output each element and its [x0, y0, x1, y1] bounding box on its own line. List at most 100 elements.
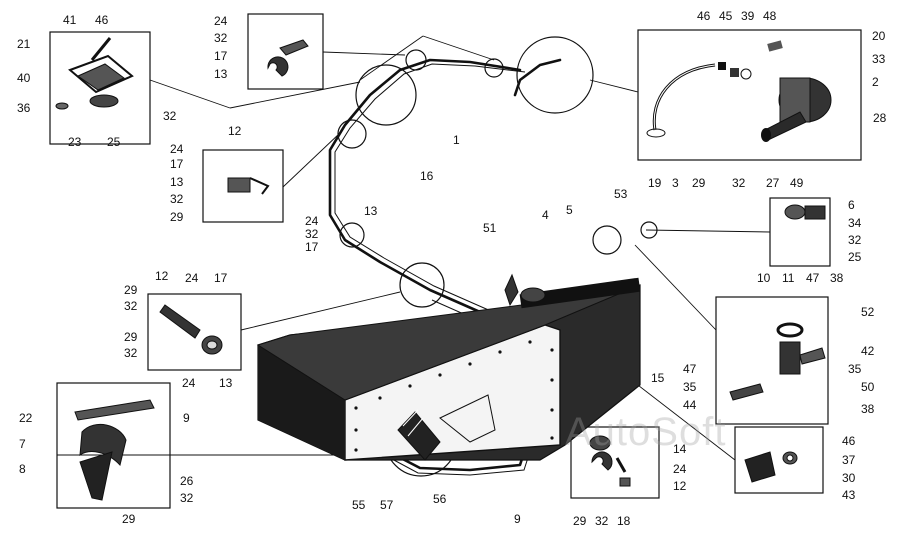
callout-label: 24	[305, 214, 319, 228]
callout-label: 24	[673, 462, 687, 476]
callout-label: 46	[842, 434, 856, 448]
callout-label: 46	[697, 9, 711, 23]
detail-box-clamp-mid	[147, 293, 242, 371]
detail-box-tee-fitting	[715, 296, 829, 425]
detail-box-tank-mount	[56, 382, 171, 509]
callout-label: 13	[364, 204, 378, 218]
callout-label: 25	[107, 135, 121, 149]
callout-label: 55	[352, 498, 366, 512]
callout-label: 18	[617, 514, 631, 528]
callout-label: 35	[683, 380, 697, 394]
callout-label: 32	[180, 491, 194, 505]
callout-label: 16	[420, 169, 434, 183]
callout-label: 53	[614, 187, 628, 201]
callout-label: 32	[305, 227, 319, 241]
callout-label: 2	[872, 75, 879, 89]
callout-label: 28	[873, 111, 887, 125]
callout-label: 20	[872, 29, 886, 43]
callout-label: 17	[170, 157, 184, 171]
callout-label: 1	[453, 133, 460, 147]
callout-label: 47	[806, 271, 820, 285]
callout-label: 6	[848, 198, 855, 212]
callout-label: 12	[228, 124, 242, 138]
callout-label: 9	[514, 512, 521, 526]
callout-label: 27	[766, 176, 780, 190]
callout-label: 10	[757, 271, 771, 285]
callout-label: 24	[182, 376, 196, 390]
callout-label: 22	[19, 411, 33, 425]
callout-label: 48	[763, 9, 777, 23]
detail-box-filler-cap	[49, 31, 151, 145]
callout-label: 43	[842, 488, 856, 502]
callout-label: 37	[842, 453, 856, 467]
callout-label: 15	[651, 371, 665, 385]
callout-label: 23	[68, 135, 82, 149]
callout-label: 33	[872, 52, 886, 66]
callout-label: 34	[848, 216, 862, 230]
callout-label: 7	[19, 437, 26, 451]
callout-label: 32	[124, 299, 138, 313]
detail-box-clamp-top	[247, 13, 324, 90]
callout-label: 32	[163, 109, 177, 123]
callout-label: 32	[170, 192, 184, 206]
fuel-pump-drawing	[646, 40, 832, 142]
callout-label: 24	[214, 14, 228, 28]
callout-label: 29	[692, 176, 706, 190]
fuel-tank	[256, 277, 641, 461]
callout-label: 26	[180, 474, 194, 488]
callout-label: 29	[124, 283, 138, 297]
callout-label: 47	[683, 362, 697, 376]
watermark: AutoSoft	[565, 410, 727, 454]
callout-label: 17	[305, 240, 319, 254]
callout-label: 39	[741, 9, 755, 23]
callout-label: 29	[122, 512, 136, 526]
callout-label: 52	[861, 305, 875, 319]
callout-label: 13	[219, 376, 233, 390]
callout-label: 14	[673, 442, 687, 456]
callout-label: 29	[124, 330, 138, 344]
detail-box-clamp-bottom	[570, 426, 660, 499]
detail-box-clamp-left	[202, 149, 284, 223]
callout-label: 24	[170, 142, 184, 156]
callout-label: 30	[842, 471, 856, 485]
callout-label: 29	[573, 514, 587, 528]
callout-label: 38	[861, 402, 875, 416]
callout-label: 44	[683, 398, 697, 412]
callout-label: 19	[648, 176, 662, 190]
callout-label: 21	[17, 37, 31, 51]
callout-label: 57	[380, 498, 394, 512]
callout-label: 24	[185, 271, 199, 285]
callout-label: 51	[483, 221, 497, 235]
callout-label: 46	[95, 13, 109, 27]
callout-label: 13	[214, 67, 228, 81]
callout-label: 36	[17, 101, 31, 115]
callout-label: 32	[848, 233, 862, 247]
callout-label: 17	[214, 49, 228, 63]
callout-label: 13	[170, 175, 184, 189]
magnifier-circle-pump	[516, 36, 594, 114]
callout-label: 40	[17, 71, 31, 85]
callout-label: 32	[124, 346, 138, 360]
callout-label: 49	[790, 176, 804, 190]
callout-label: 56	[433, 492, 447, 506]
callout-label: 11	[782, 271, 795, 285]
callout-label: 38	[830, 271, 844, 285]
callout-label: 5	[566, 203, 573, 217]
callout-label: 29	[170, 210, 184, 224]
callout-label: 8	[19, 462, 26, 476]
callout-label: 4	[542, 208, 549, 222]
callout-label: 45	[719, 9, 733, 23]
detail-box-pump	[637, 29, 862, 161]
magnifier-circle	[355, 64, 417, 126]
callout-label: 50	[861, 380, 875, 394]
callout-label: 12	[155, 269, 169, 283]
callout-label: 9	[183, 411, 190, 425]
callout-label: 32	[595, 514, 609, 528]
callout-label: 32	[214, 31, 228, 45]
callout-label: 41	[63, 13, 77, 27]
callout-label: 42	[861, 344, 875, 358]
callout-label: 17	[214, 271, 228, 285]
callout-label: 12	[673, 479, 687, 493]
callout-label: 3	[672, 176, 679, 190]
